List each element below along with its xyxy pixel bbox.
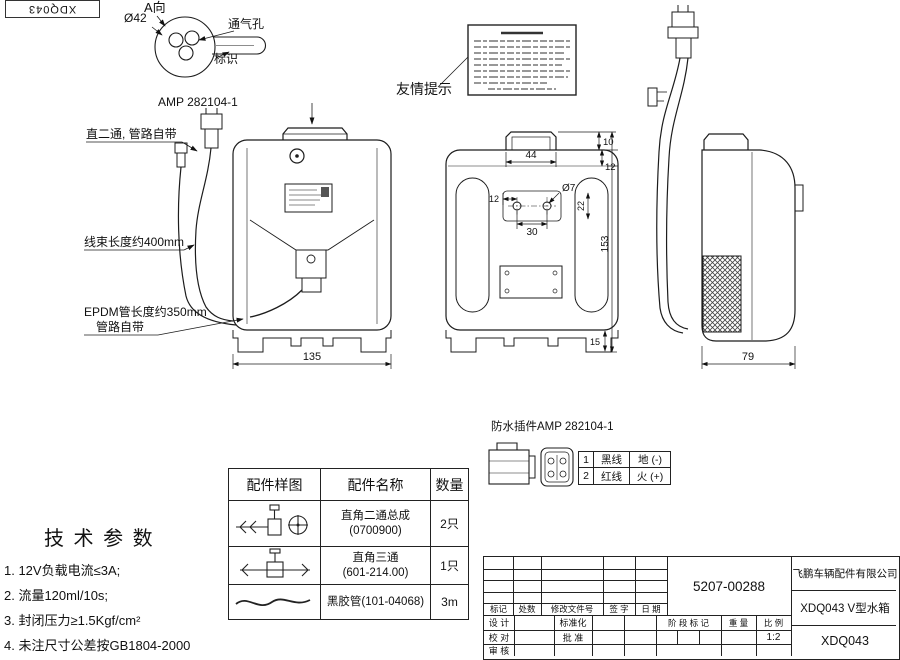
wire-row-no: 1	[579, 452, 594, 468]
harness-length-callout: 线束长度约400mm	[84, 235, 185, 249]
dim-shoulder-height: 12	[605, 162, 616, 173]
dim-front-width: 135	[303, 351, 321, 363]
dim-hole-offset-h: 12	[489, 194, 499, 204]
parts-row-name: 直角三通 (601-214.00)	[321, 547, 431, 585]
branch-plug-drawing	[174, 142, 237, 326]
tb-drawing-no: 5207-00288	[692, 578, 766, 594]
view-direction-label: A向	[144, 0, 166, 15]
parts-row-sample	[229, 585, 321, 619]
tb-count: 处数	[518, 604, 536, 614]
tb-approve: 批 准	[562, 632, 584, 643]
epdm-note-callout: 管路自带	[96, 320, 145, 334]
dim-neck-width: 44	[525, 150, 537, 161]
tb-weight: 重 量	[728, 617, 749, 628]
mark-label: 标识	[214, 52, 239, 66]
dim-foot-height: 15	[590, 337, 600, 347]
parts-table: 配件样图 配件名称 数量 直角二通总成 (0700900)	[228, 468, 469, 620]
tb-mark: 标记	[489, 604, 507, 614]
tb-design: 设 计	[488, 618, 510, 628]
detail-view-a	[154, 16, 266, 78]
tb-product-name: XDQ043 V型水箱	[800, 602, 890, 615]
two-way-callout: 直二通, 管路自带	[86, 127, 177, 141]
elbow-fitting-drawing	[235, 503, 308, 536]
tb-company: 飞鹏车辆配件有限公司	[792, 568, 898, 580]
parts-row-qty: 1只	[431, 547, 468, 585]
waterproof-connector-label: 防水插件AMP 282104-1	[491, 421, 614, 433]
wire-table: 1 黑线 地 (-) 2 红线 火 (+)	[578, 451, 671, 485]
tech-param-item: 3. 封闭压力≥1.5Kgf/cm²	[4, 613, 141, 628]
tech-param-item: 4. 未注尺寸公差按GB1804-2000	[4, 638, 191, 653]
tb-scale: 比 例	[763, 617, 784, 628]
tb-standardization: 标准化	[559, 618, 587, 628]
warning-label	[467, 24, 577, 96]
vent-hole-label: 通气孔	[228, 17, 265, 31]
dim-cap-height: 10	[603, 137, 614, 148]
dimension-texts: 135 79 44 10 12 153 Ø7 30 22 12 15	[303, 137, 754, 363]
dim-side-depth: 79	[742, 351, 754, 363]
corner-code-box: XDQ043	[5, 0, 100, 18]
side-view	[647, 5, 804, 342]
vent-diameter-label: Ø42	[124, 11, 147, 25]
dim-total-height: 153	[600, 235, 611, 252]
leader-lines	[84, 15, 469, 336]
tb-review: 审 核	[488, 645, 510, 656]
dim-hole-spacing: 30	[526, 227, 538, 238]
tech-param-item: 1. 12V负载电流≤3A;	[4, 563, 121, 578]
parts-header-sample: 配件样图	[229, 469, 321, 501]
corner-code: XDQ043	[28, 3, 77, 15]
wire-row-color: 黑线	[594, 452, 630, 468]
waterproof-connector-drawing	[488, 442, 574, 487]
parts-row-sample	[229, 547, 321, 585]
parts-header-qty: 数量	[431, 469, 468, 501]
tb-change-doc: 修改文件号	[550, 604, 594, 614]
parts-header-name: 配件名称	[321, 469, 431, 501]
dimension-lines	[232, 131, 796, 369]
rear-view	[445, 131, 619, 353]
wire-row-polarity: 火 (+)	[636, 470, 664, 483]
parts-row-name: 黑胶管(101-04068)	[321, 585, 431, 619]
tech-params-title: 技 术 参 数	[44, 528, 155, 550]
tee-fitting-drawing	[239, 547, 310, 578]
tb-product-code: XDQ043	[821, 633, 869, 648]
parts-row-qty: 2只	[431, 501, 468, 547]
title-block: 标记 处数 修改文件号 签 字 日 期 5207-00288 设 计 校 对 审…	[483, 556, 900, 660]
tech-param-item: 2. 流量120ml/10s;	[4, 588, 109, 603]
dim-hole-diameter: Ø7	[562, 183, 576, 194]
parts-row-sample	[229, 501, 321, 547]
wire-row-color: 红线	[594, 468, 630, 484]
tb-stage-mark: 阶 段 标 记	[667, 617, 710, 628]
tb-scale-value: 1:2	[766, 631, 781, 643]
front-view	[232, 127, 392, 353]
amp-connector-label: AMP 282104-1	[158, 95, 238, 109]
tb-signature: 签 字	[609, 604, 629, 614]
dim-hole-offset-v: 22	[576, 201, 586, 211]
friendly-notice-label: 友情提示	[396, 81, 452, 97]
tb-proofread: 校 对	[488, 632, 510, 643]
tb-date: 日 期	[641, 604, 661, 614]
amp-connector-drawing	[194, 108, 234, 322]
wire-row-polarity: 地 (-)	[630, 452, 670, 468]
wire-row-no: 2	[579, 468, 594, 484]
hose-drawing	[234, 598, 310, 607]
parts-row-qty: 3m	[441, 595, 458, 609]
parts-row-name: 直角二通总成 (0700900)	[321, 501, 431, 547]
epdm-length-callout: EPDM管长度约350mm	[84, 305, 207, 319]
